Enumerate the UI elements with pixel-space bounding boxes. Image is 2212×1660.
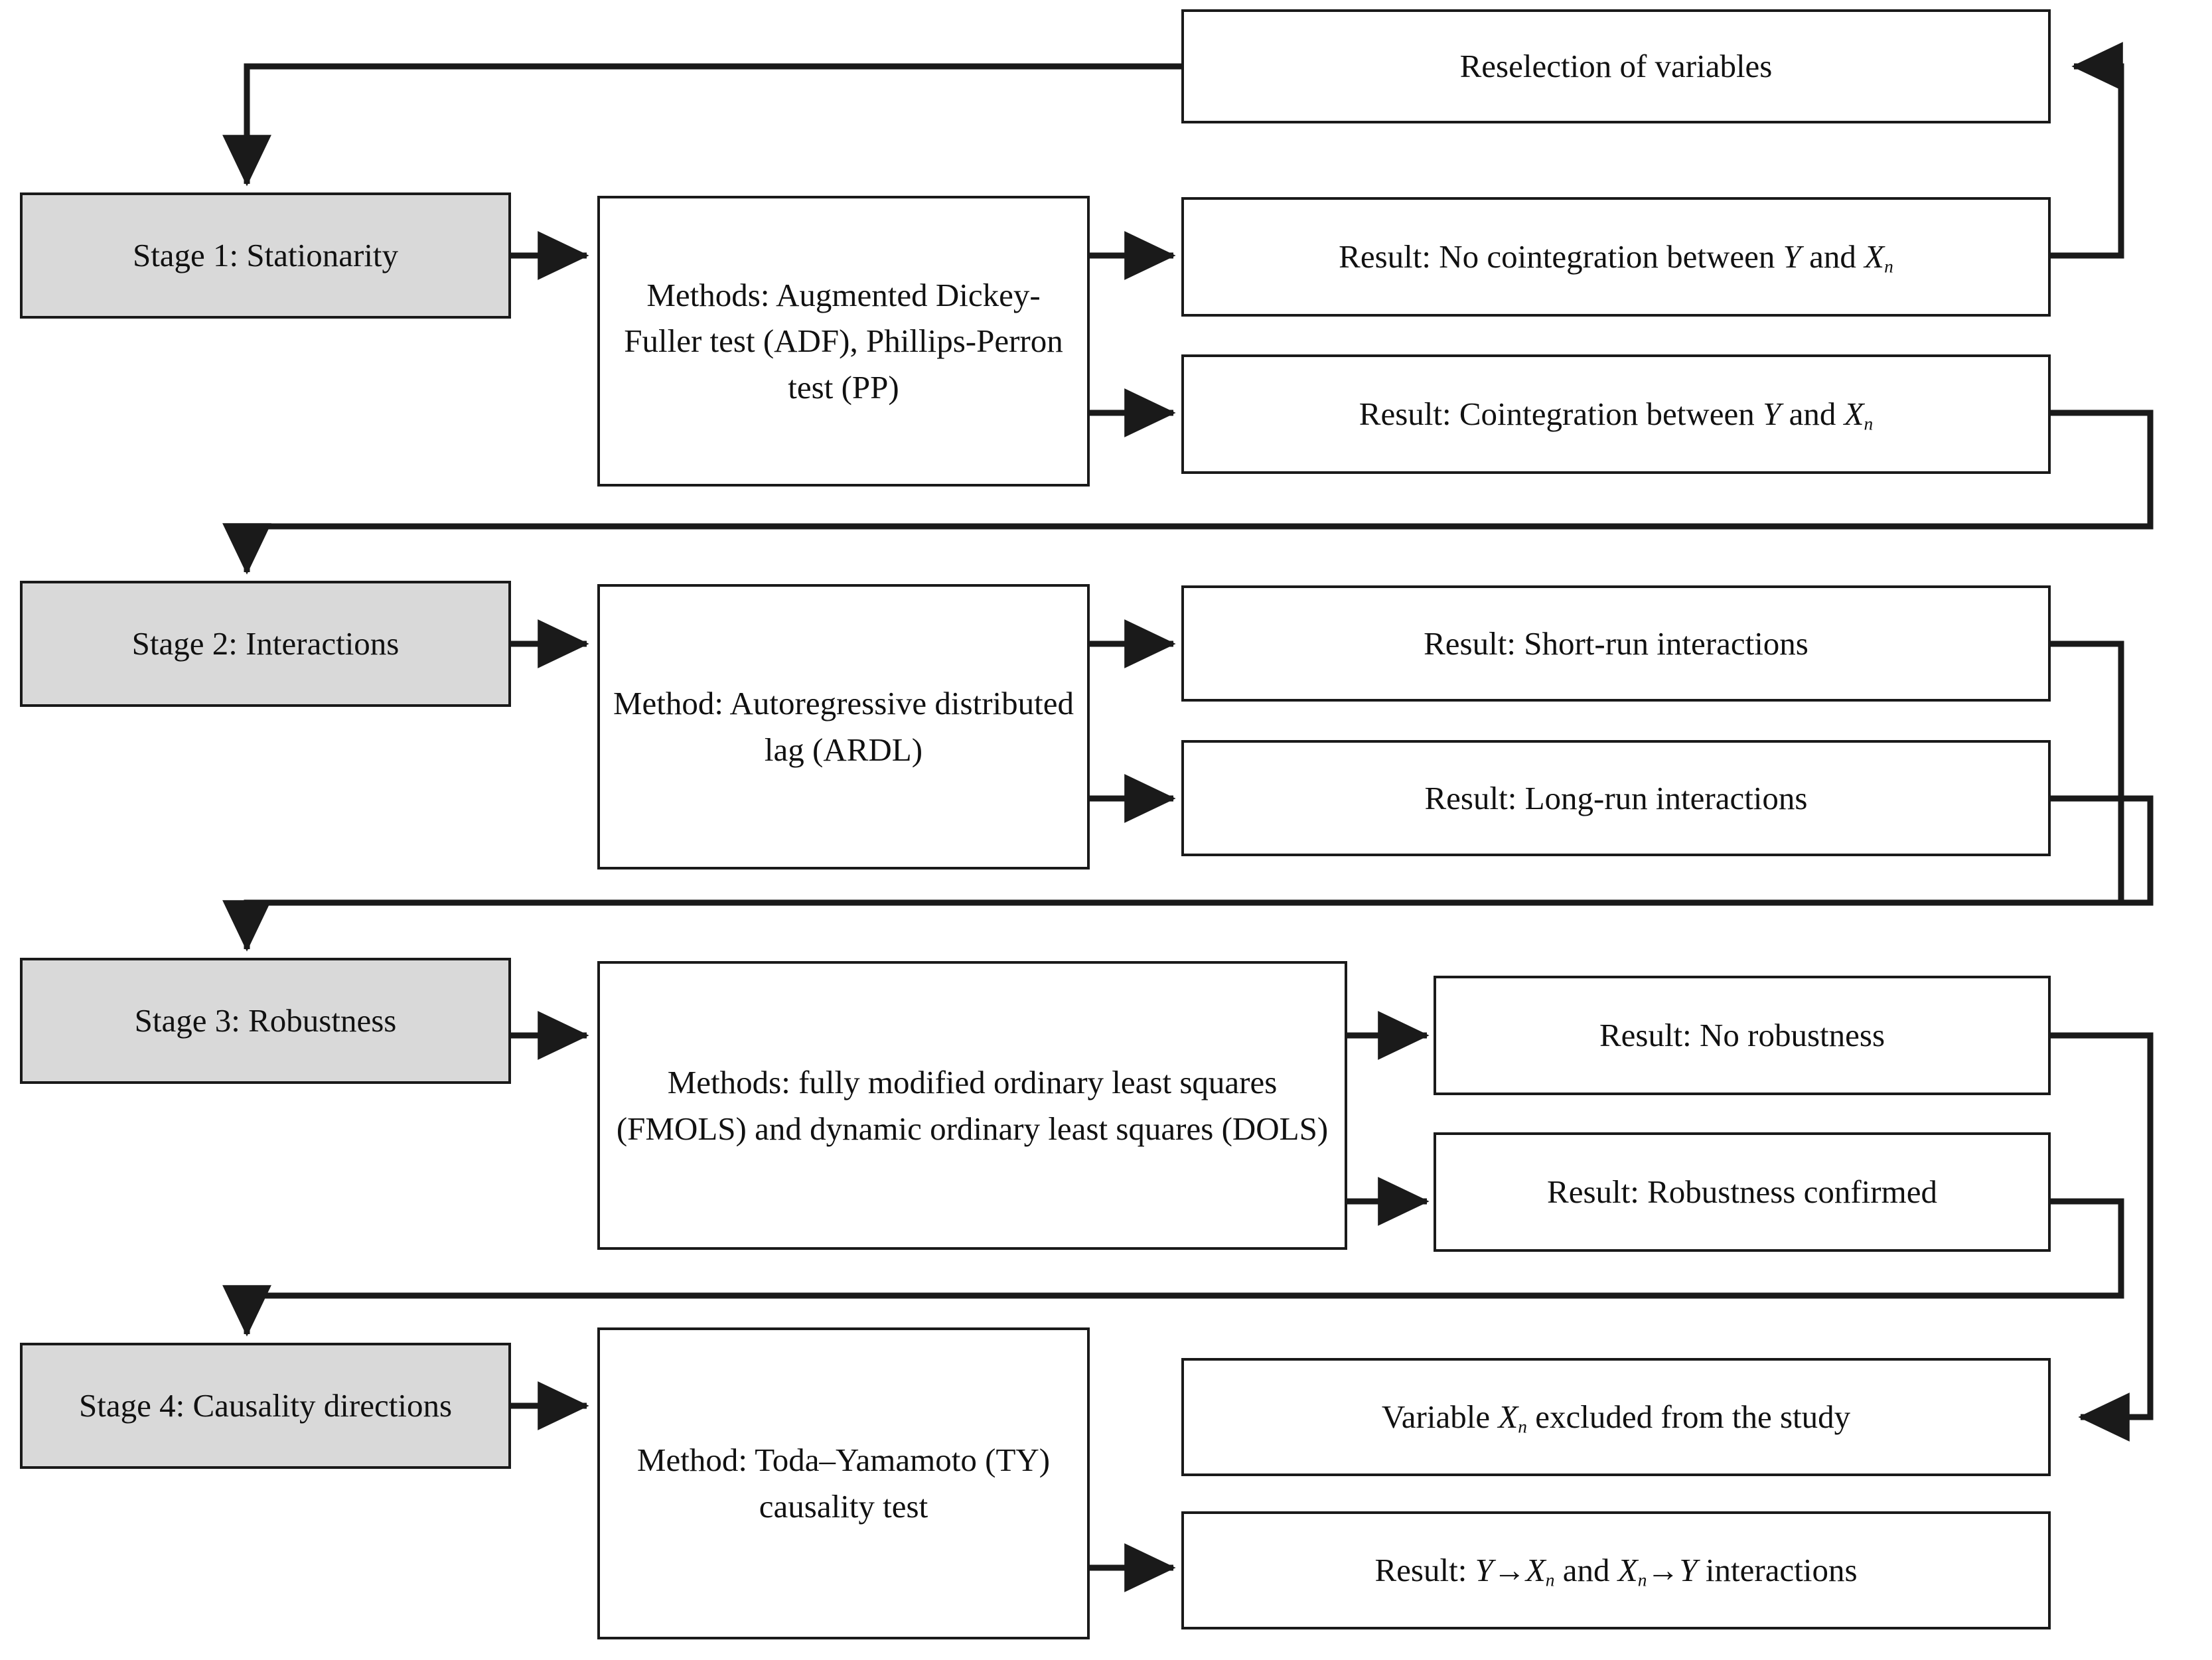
result-no-robustness-label: Result: No robustness bbox=[1599, 1017, 1885, 1054]
wire-norobustness-to-excluded bbox=[2051, 1032, 2154, 1442]
node-result-robustness-confirmed[interactable]: Result: Robustness confirmed bbox=[1434, 1132, 2051, 1252]
node-method-stage-3[interactable]: Methods: fully modified ordinary least s… bbox=[597, 961, 1347, 1250]
stage-3-label: Stage 3: Robustness bbox=[134, 1002, 397, 1039]
result-long-run-label: Result: Long-run interactions bbox=[1424, 779, 1808, 816]
wire-nocointegration-to-reselection bbox=[2051, 42, 2124, 259]
result-variable-excluded-prefix: Variable bbox=[1381, 1398, 1499, 1436]
node-result-no-robustness[interactable]: Result: No robustness bbox=[1434, 976, 2051, 1095]
node-result-no-cointegration[interactable]: Result: No cointegration between Y and X… bbox=[1181, 197, 2051, 317]
result-causality-sub-n1: n bbox=[1545, 1570, 1555, 1590]
node-result-causality-directions[interactable]: Result: Y→Xn and Xn→Y interactions bbox=[1181, 1511, 2051, 1629]
node-result-short-run[interactable]: Result: Short-run interactions bbox=[1181, 585, 2051, 702]
node-stage-2[interactable]: Stage 2: Interactions bbox=[20, 581, 511, 707]
result-causality-mid: and bbox=[1554, 1552, 1618, 1589]
node-result-variable-excluded[interactable]: Variable Xn excluded from the study bbox=[1181, 1358, 2051, 1476]
result-short-run-label: Result: Short-run interactions bbox=[1424, 625, 1808, 662]
node-method-stage-4[interactable]: Method: Toda–Yamamoto (TY) causality tes… bbox=[597, 1327, 1090, 1639]
result-variable-excluded-label: Variable Xn excluded from the study bbox=[1193, 1394, 2039, 1440]
result-causality-directions-label: Result: Y→Xn and Xn→Y interactions bbox=[1193, 1547, 2039, 1594]
result-causality-var-y2: Y bbox=[1679, 1552, 1698, 1589]
node-stage-3[interactable]: Stage 3: Robustness bbox=[20, 958, 511, 1084]
node-result-cointegration[interactable]: Result: Cointegration between Y and Xn bbox=[1181, 354, 2051, 474]
node-stage-1[interactable]: Stage 1: Stationarity bbox=[20, 192, 511, 319]
result-variable-excluded-var-x: X bbox=[1498, 1398, 1518, 1436]
node-reselection-of-variables[interactable]: Reselection of variables bbox=[1181, 9, 2051, 123]
result-no-cointegration-var-x: X bbox=[1864, 238, 1885, 275]
result-no-cointegration-mid: and bbox=[1801, 238, 1865, 275]
node-method-stage-1[interactable]: Methods: Augmented Dickey-Fuller test (A… bbox=[597, 196, 1090, 487]
result-cointegration-var-y: Y bbox=[1763, 396, 1781, 433]
method-stage-3-label: Methods: fully modified ordinary least s… bbox=[616, 1063, 1329, 1147]
result-variable-excluded-sub-n: n bbox=[1518, 1416, 1527, 1437]
wire-reselection-to-stage1 bbox=[222, 63, 1181, 187]
result-cointegration-sub-n: n bbox=[1864, 414, 1874, 434]
node-reselection-label: Reselection of variables bbox=[1459, 48, 1773, 85]
result-cointegration-prefix: Result: Cointegration between bbox=[1359, 396, 1763, 433]
method-stage-1-label: Methods: Augmented Dickey-Fuller test (A… bbox=[624, 276, 1063, 406]
result-causality-var-y1: Y bbox=[1475, 1552, 1493, 1589]
result-causality-sub-n2: n bbox=[1637, 1570, 1647, 1590]
result-no-cointegration-var-y: Y bbox=[1783, 238, 1801, 275]
stage-4-label: Stage 4: Causality directions bbox=[78, 1387, 453, 1424]
node-method-stage-2[interactable]: Method: Autoregressive distributed lag (… bbox=[597, 584, 1090, 869]
stage-1-label: Stage 1: Stationarity bbox=[132, 237, 399, 274]
result-variable-excluded-suffix: excluded from the study bbox=[1527, 1398, 1851, 1436]
method-stage-4-label: Method: Toda–Yamamoto (TY) causality tes… bbox=[636, 1442, 1051, 1525]
node-result-long-run[interactable]: Result: Long-run interactions bbox=[1181, 740, 2051, 856]
method-stage-2-label: Method: Autoregressive distributed lag (… bbox=[613, 685, 1074, 768]
result-cointegration-mid: and bbox=[1781, 396, 1844, 433]
result-causality-arrow-2: → bbox=[1647, 1552, 1680, 1589]
result-cointegration-label: Result: Cointegration between Y and Xn bbox=[1193, 391, 2039, 437]
result-causality-suffix: interactions bbox=[1697, 1552, 1858, 1589]
stage-2-label: Stage 2: Interactions bbox=[131, 625, 400, 662]
result-causality-arrow-1: → bbox=[1493, 1552, 1526, 1589]
result-no-cointegration-sub-n: n bbox=[1884, 256, 1893, 277]
result-no-cointegration-prefix: Result: No cointegration between bbox=[1339, 238, 1783, 275]
result-robustness-confirmed-label: Result: Robustness confirmed bbox=[1547, 1173, 1937, 1211]
result-causality-var-x1: X bbox=[1525, 1552, 1546, 1589]
result-causality-prefix: Result: bbox=[1374, 1552, 1475, 1589]
result-cointegration-var-x: X bbox=[1844, 396, 1864, 433]
wire-shortrun-down bbox=[2051, 641, 2124, 903]
result-causality-var-x2: X bbox=[1617, 1552, 1638, 1589]
result-no-cointegration-label: Result: No cointegration between Y and X… bbox=[1193, 234, 2039, 280]
node-stage-4[interactable]: Stage 4: Causality directions bbox=[20, 1343, 511, 1469]
